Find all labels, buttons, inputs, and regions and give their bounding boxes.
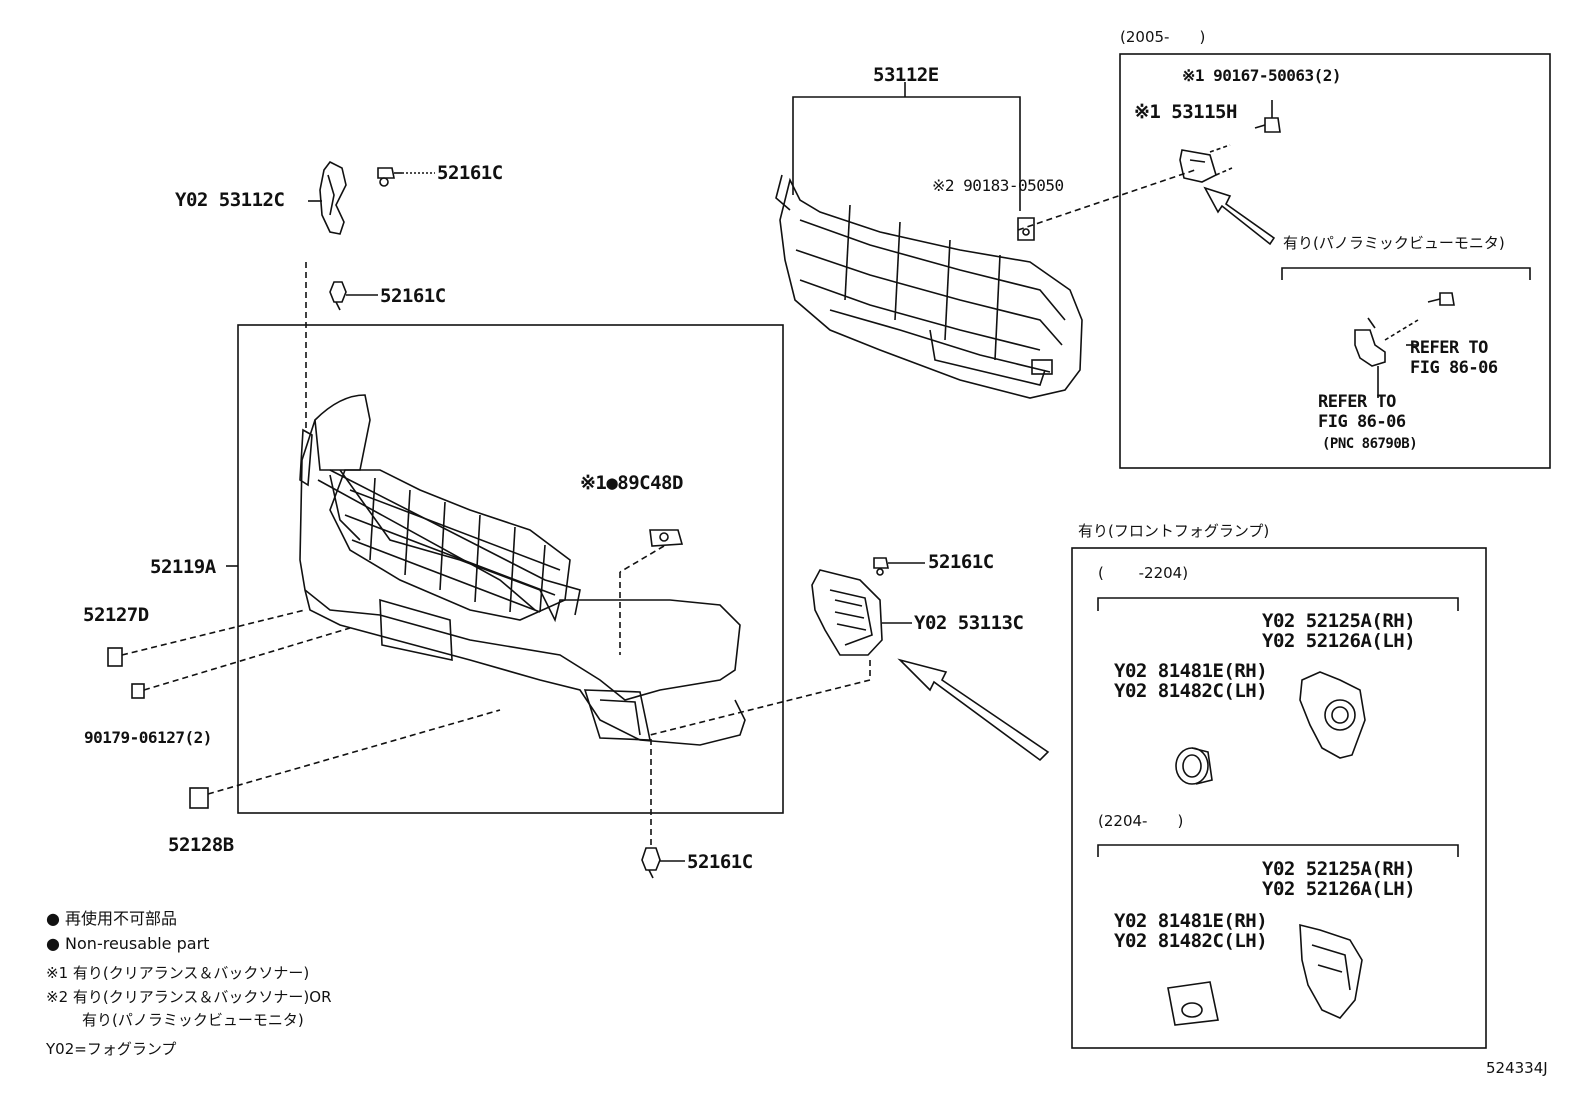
- sensor-90183: [1017, 217, 1035, 241]
- foglamp-lamp-2: [1167, 981, 1219, 1026]
- bracket-52127D: [107, 647, 123, 667]
- label-53112C: Y02 53112C: [175, 189, 285, 211]
- arrow-to-foglamp: [897, 658, 1050, 762]
- label-52119A: 52119A: [150, 556, 216, 578]
- clip-52161C-top: [377, 167, 402, 187]
- side-bracket-53112C: [319, 160, 347, 235]
- bolt-90167: [1254, 117, 1281, 133]
- bracket-52128B: [189, 787, 209, 809]
- label-81481E-1: Y02 81481E(RH): [1114, 660, 1268, 682]
- label-53115H: ※1 53115H: [1134, 101, 1237, 123]
- bracket-90179: [131, 683, 145, 699]
- panoramic-period: (2005- ): [1120, 28, 1206, 46]
- legend-non-reusable-jp: ● 再使用不可部品: [46, 909, 178, 928]
- refer-to-left-1: REFER TO: [1318, 392, 1396, 412]
- panoramic-monitor-box: [1119, 53, 1551, 469]
- label-52161C-top: 52161C: [437, 162, 503, 184]
- label-52128B: 52128B: [168, 834, 234, 856]
- label-90183-05050: ※2 90183-05050: [932, 176, 1064, 195]
- foglamp-period-1: ( -2204): [1098, 564, 1189, 582]
- label-52161C-mid: 52161C: [380, 285, 446, 307]
- fog-cover-53113C: [811, 569, 883, 656]
- label-90179-06127: 90179-06127(2): [84, 728, 212, 747]
- clip-52161C-right: [873, 557, 889, 576]
- label-90167-50063: ※1 90167-50063(2): [1182, 66, 1342, 85]
- figure-code: 524334J: [1486, 1059, 1548, 1077]
- legend-y02: Y02=フォグランプ: [46, 1040, 177, 1058]
- label-52126A-1: Y02 52126A(LH): [1262, 630, 1416, 652]
- pnc-note: (PNC 86790B): [1322, 436, 1418, 452]
- label-52125A-2: Y02 52125A(RH): [1262, 858, 1416, 880]
- legend-note-2-cont: 有り(パノラミックビューモニタ): [82, 1011, 304, 1029]
- refer-to-right-2: FIG 86-06: [1410, 358, 1498, 378]
- refer-to-left-2: FIG 86-06: [1318, 412, 1406, 432]
- label-52125A-1: Y02 52125A(RH): [1262, 610, 1416, 632]
- label-52161C-right: 52161C: [928, 551, 994, 573]
- label-81481E-2: Y02 81481E(RH): [1114, 910, 1268, 932]
- upper-grille-part: [775, 174, 1083, 399]
- sensor-89C48D: [649, 529, 684, 547]
- label-81482C-2: Y02 81482C(LH): [1114, 930, 1268, 952]
- label-89C48D: ※1●89C48D: [580, 472, 683, 494]
- panoramic-caption: 有り(パノラミックビューモニタ): [1283, 234, 1505, 252]
- legend-note-1: ※1 有り(クリアランス＆バックソナー): [46, 964, 310, 982]
- refer-to-right-1: REFER TO: [1410, 338, 1488, 358]
- clip-52161C-bottom: [641, 847, 661, 879]
- foglamp-title: 有り(フロントフォグランプ): [1078, 522, 1270, 540]
- foglamp-box: [1071, 547, 1487, 1049]
- bumper-assembly-box: [237, 324, 784, 814]
- camera-53115H: [1179, 144, 1233, 183]
- bumper-grille-insert: [329, 469, 571, 621]
- clip-52161C-mid: [329, 281, 347, 311]
- label-52126A-2: Y02 52126A(LH): [1262, 878, 1416, 900]
- foglamp-housing-2: [1299, 923, 1363, 1019]
- label-52161C-bottom: 52161C: [687, 851, 753, 873]
- label-53113C: Y02 53113C: [914, 612, 1024, 634]
- front-bumper-52119A: [299, 394, 746, 746]
- foglamp-lamp-1: [1175, 747, 1213, 785]
- legend-non-reusable-en: ● Non-reusable part: [46, 934, 210, 953]
- label-81482C-1: Y02 81482C(LH): [1114, 680, 1268, 702]
- label-52127D: 52127D: [83, 604, 149, 626]
- panoramic-alt-parts: [1354, 292, 1455, 398]
- arrow-to-camera: [1203, 186, 1276, 246]
- label-53112E: 53112E: [873, 64, 939, 86]
- legend-note-2: ※2 有り(クリアランス＆バックソナー)OR: [46, 988, 332, 1006]
- foglamp-period-2: (2204- ): [1098, 812, 1184, 830]
- foglamp-housing-1: [1299, 671, 1366, 759]
